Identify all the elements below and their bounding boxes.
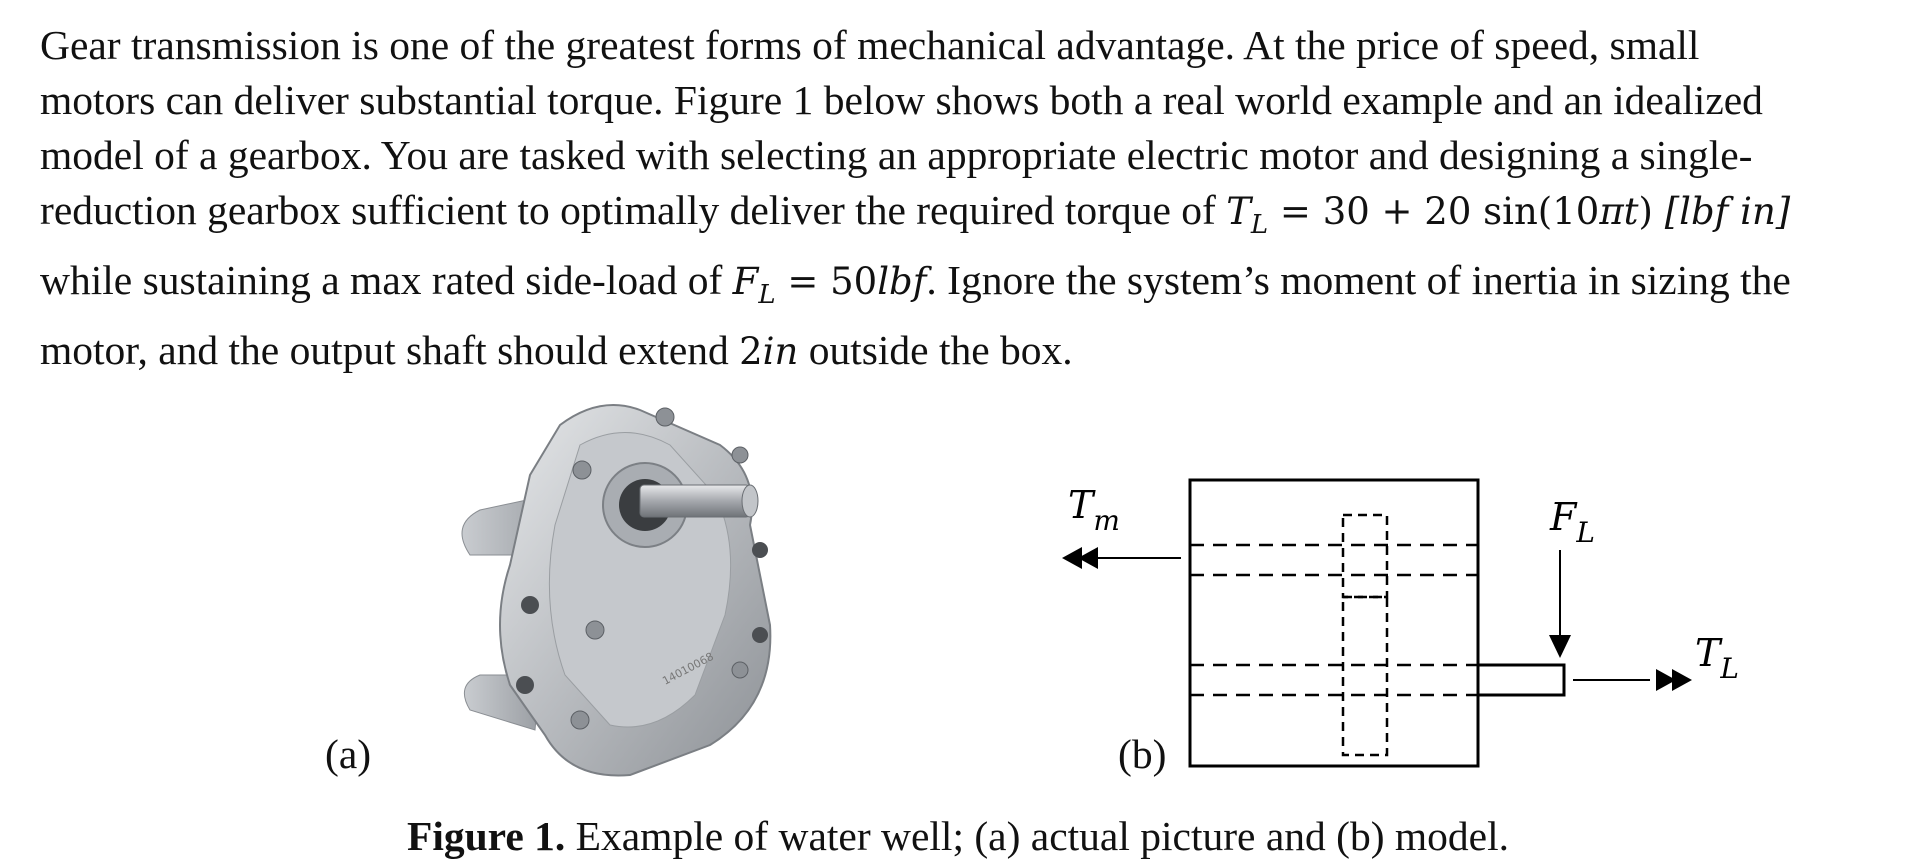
sideload-unit: lbf — [877, 260, 927, 303]
gearbox-model-diagram: Tm FL TL — [1062, 478, 1739, 768]
torque-pi-t: πt — [1599, 190, 1639, 233]
output-shaft-extension — [1476, 663, 1566, 697]
shaft-value: 2 — [739, 330, 763, 373]
problem-paragraph: Gear transmission is one of the greatest… — [40, 18, 1900, 379]
sideload-symbol: F — [732, 260, 759, 303]
figure-caption: Figure 1. Example of water well; (a) act… — [0, 812, 1916, 860]
input-shaft-dashed — [1190, 543, 1478, 577]
caption-text: Example of water well; (a) actual pictur… — [565, 813, 1510, 859]
torque-equation: = 30 + 20 sin(10 — [1268, 190, 1600, 233]
figure-label-b: (b) — [1118, 731, 1167, 777]
output-shaft-dashed — [1190, 663, 1478, 697]
shaft-rest: outside the box. — [798, 327, 1073, 373]
sideload-subscript: L — [758, 280, 776, 310]
gearbox-photo: 14010068 — [461, 404, 772, 777]
paragraph-line-5: while sustaining a max rated side-load o… — [40, 253, 1900, 323]
gearbox-housing — [1188, 478, 1480, 768]
shaft-unit: in — [762, 330, 799, 373]
sideload-rest: . Ignore the system’s moment of inertia … — [926, 257, 1791, 303]
shaft-text: motor, and the output shaft should exten… — [40, 327, 740, 373]
motor-torque-label: Tm — [1068, 483, 1120, 537]
load-torque-label: TL — [1695, 631, 1739, 685]
torque-symbol: T — [1226, 190, 1251, 233]
paragraph-line-3: model of a gearbox. You are tasked with … — [40, 132, 1753, 178]
sideload-text: while sustaining a max rated side-load o… — [40, 257, 733, 303]
torque-close-paren: ) — [1638, 190, 1665, 233]
gear-pair-dashed — [1341, 513, 1389, 757]
paragraph-line-6: motor, and the output shaft should exten… — [40, 323, 1900, 379]
caption-label: Figure 1. — [406, 813, 566, 859]
paragraph-line-4: reduction gearbox sufficient to optimall… — [40, 183, 1900, 253]
sideload-equation: = 50 — [775, 260, 878, 303]
paragraph-line-1: Gear transmission is one of the greatest… — [40, 22, 1700, 68]
figure-label-a: (a) — [325, 731, 372, 777]
paragraph-line-2: motors can deliver substantial torque. F… — [40, 77, 1763, 123]
side-load-label: FL — [1549, 495, 1595, 549]
torque-unit: [lbf in] — [1664, 190, 1791, 233]
torque-subscript: L — [1250, 210, 1269, 240]
torque-text: reduction gearbox sufficient to optimall… — [40, 187, 1227, 233]
